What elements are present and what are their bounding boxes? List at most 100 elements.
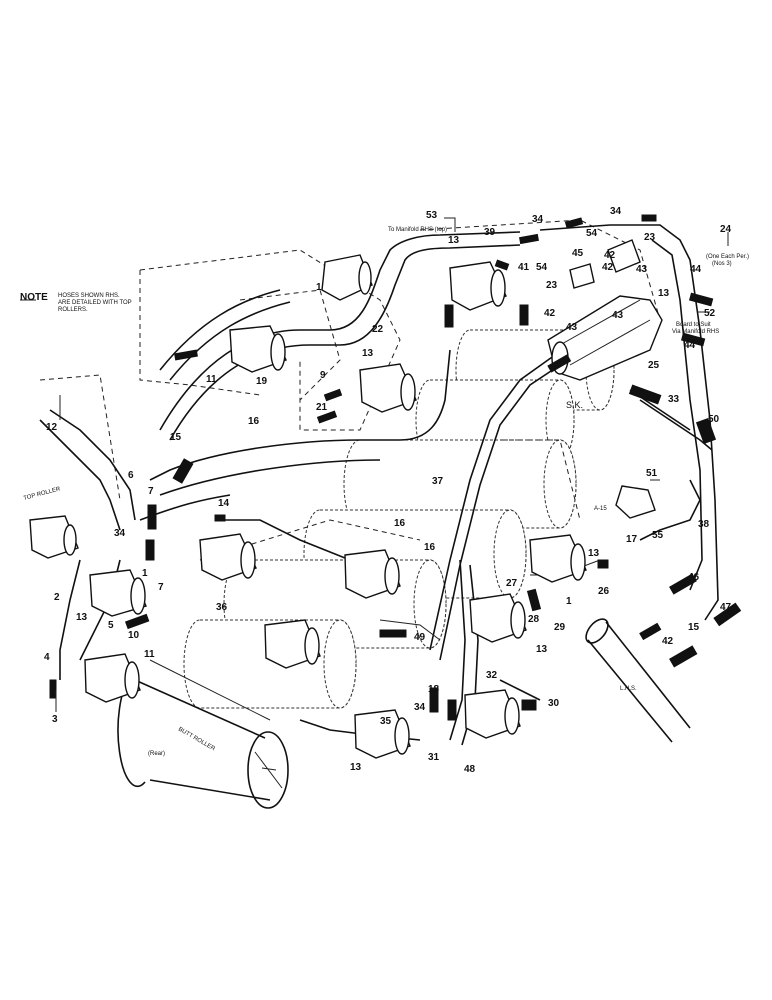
callout-number: 44 (690, 264, 702, 275)
callout-number: 55 (652, 530, 664, 541)
callout-number: 34 (532, 214, 544, 225)
callout-number: 34 (414, 702, 426, 713)
motor-left-3 (84, 653, 141, 703)
lhs-label: L.H.S. (620, 686, 637, 692)
callout-number: 42 (544, 308, 556, 319)
sk-label: S.K. (566, 400, 583, 410)
callout-number: 36 (216, 602, 228, 613)
motor-bottom-2 (354, 709, 411, 759)
callout-number: 1 (316, 282, 322, 293)
callout-number: 3 (52, 714, 58, 725)
callout-number: 4 (44, 652, 50, 663)
callout-number: 35 (380, 716, 392, 727)
callout-number: 44 (684, 340, 696, 351)
motor-center (359, 363, 417, 413)
callout-number: 30 (548, 698, 560, 709)
callout-number: 52 (704, 308, 716, 319)
motor-bottom-3 (464, 689, 521, 739)
callout-number: 25 (648, 360, 660, 371)
note-heading: NOTE (20, 292, 48, 303)
callout-number: 1 (566, 596, 572, 607)
callout-number: 43 (566, 322, 578, 333)
callout-number: 13 (362, 348, 374, 359)
callout-number: 13 (588, 548, 600, 559)
callout-number: 19 (256, 376, 268, 387)
callout-number: 49 (414, 632, 426, 643)
callout-number: 7 (148, 486, 154, 497)
callout-number: 43 (612, 310, 624, 321)
callout-number: 21 (316, 402, 328, 413)
note-block: NOTE HOSES SHOWN RHS. ARE DETAILED WITH … (20, 292, 132, 313)
callout-number: 23 (546, 280, 558, 291)
callout-number: 32 (486, 670, 498, 681)
callout-number: 46 (688, 572, 700, 583)
callout-number: 16 (394, 518, 406, 529)
callout-number: 37 (432, 476, 444, 487)
callout-number: 41 (518, 262, 530, 273)
callout-number: 11 (206, 374, 217, 385)
motor-left-top (229, 325, 287, 373)
callout-number: 18 (428, 684, 440, 695)
hydraulic-motors (29, 254, 587, 759)
callout-number: 38 (698, 519, 710, 530)
via-manifold-label: Via Manifold RHS (672, 329, 719, 335)
callout-number: 2 (54, 592, 60, 603)
callout-number: 15 (688, 622, 700, 633)
callout-number: 16 (248, 416, 260, 427)
note-line-1: HOSES SHOWN RHS. (58, 293, 120, 299)
callout-number: 13 (350, 762, 362, 773)
motor-mid-2 (529, 534, 587, 583)
callout-number: 31 (428, 752, 440, 763)
callout-number: 47 (720, 602, 732, 613)
callout-number: 29 (554, 622, 566, 633)
callout-number: 54 (586, 228, 598, 239)
callout-number: 34 (114, 528, 126, 539)
motor-left-mid (199, 533, 257, 581)
callout-number: 54 (536, 262, 548, 273)
callout-number: 10 (128, 630, 140, 641)
callout-number: 1 (142, 568, 148, 579)
callout-numbers: 53 13 39 34 34 54 45 42 23 24 41 54 42 4… (44, 206, 732, 775)
callout-number: 51 (646, 468, 658, 479)
motor-top-right (449, 261, 507, 311)
note-line-2: ARE DETAILED WITH TOP (58, 300, 132, 306)
one-each-per-label: (One Each Per.) (706, 254, 749, 260)
rear-label: (Rear) (148, 751, 165, 757)
motor-top-center (321, 254, 373, 301)
one-each-per-note: (Nos 3) (712, 261, 732, 267)
callout-number: 23 (644, 232, 656, 243)
callout-number: 13 (448, 235, 460, 246)
board-to-suit-label: Board to Suit (676, 322, 711, 328)
motor-bottom-1 (264, 619, 321, 669)
callout-number: 42 (604, 250, 616, 261)
callout-number: 43 (636, 264, 648, 275)
note-line-3: ROLLERS. (58, 307, 88, 313)
callout-number: 39 (484, 227, 496, 238)
callout-number: 7 (158, 582, 164, 593)
callout-number: 42 (602, 262, 614, 273)
callout-number: 33 (668, 394, 680, 405)
callout-number: 28 (528, 614, 540, 625)
top-roller-label: TOP ROLLER (23, 486, 62, 502)
leader-lines (20, 217, 729, 712)
callout-number: 11 (144, 649, 155, 660)
callout-number: 16 (424, 542, 436, 553)
callout-number: 13 (536, 644, 548, 655)
callout-number: 6 (128, 470, 134, 481)
to-manifold-top-label: To Manifold RHS (top) (388, 227, 447, 233)
hose-lines (39, 224, 719, 746)
callout-number: 17 (626, 534, 638, 545)
butt-roller-label: BUTT ROLLER (177, 727, 216, 753)
butt-roller (149, 659, 271, 721)
mid-roller-1 (343, 439, 577, 529)
motor-mid-3 (469, 593, 527, 643)
callout-number: 53 (426, 210, 438, 221)
lhs-pipe (587, 639, 673, 743)
callout-number: 12 (46, 422, 58, 433)
callout-number: 45 (572, 248, 584, 259)
callout-number: 26 (598, 586, 610, 597)
callout-number: 13 (76, 612, 88, 623)
a15-label: A-15 (594, 506, 607, 512)
